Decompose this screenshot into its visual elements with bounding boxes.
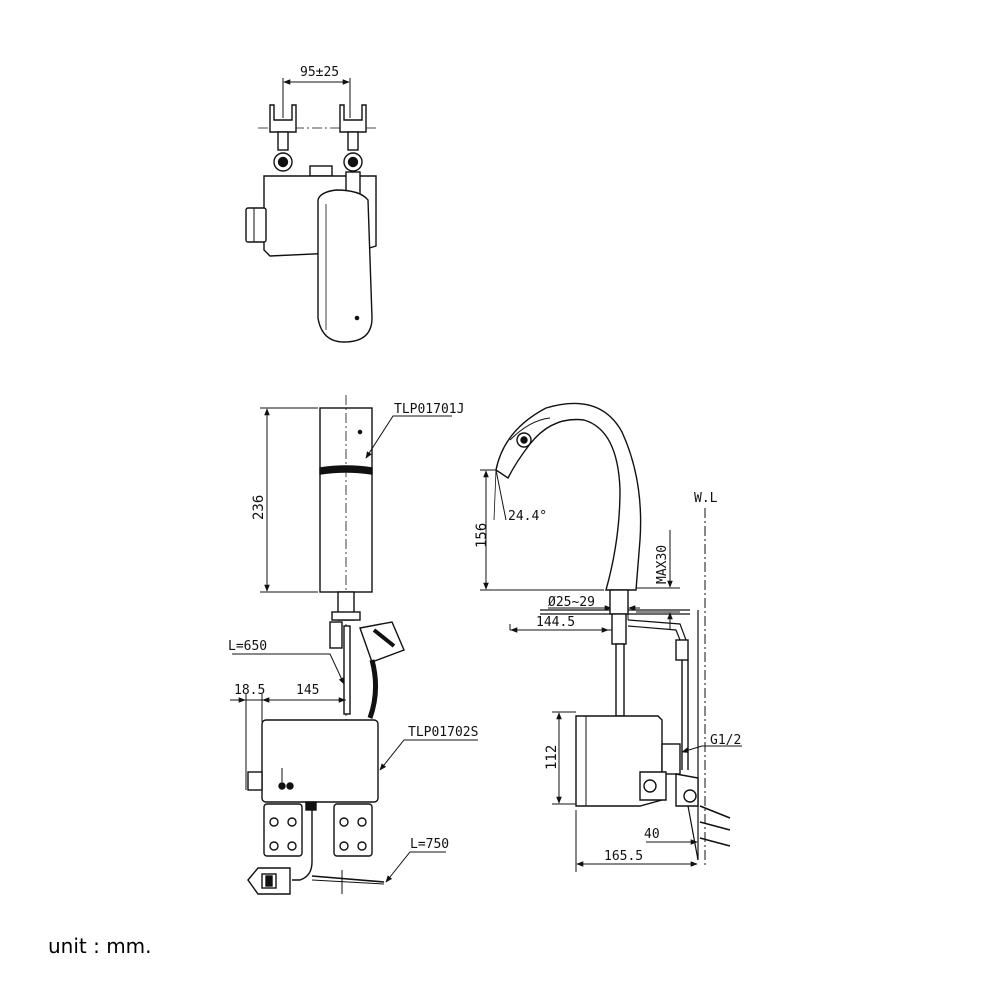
side-view [480, 402, 742, 872]
label-max30: MAX30 [655, 545, 670, 584]
label-spout-part: TLP01701J [394, 402, 464, 417]
label-wl: W.L [694, 491, 718, 506]
unit-label: unit : mm. [48, 934, 152, 958]
label-dim-18-5: 18.5 [234, 683, 265, 698]
label-height-total: 236 [251, 495, 267, 520]
label-cable-b: L=750 [410, 837, 449, 852]
label-hole-dia: Ø25~29 [548, 595, 595, 610]
label-angle: 24.4° [508, 509, 547, 524]
front-view [230, 395, 478, 895]
label-control-box-part: TLP01702S [408, 725, 478, 740]
label-box-height: 112 [544, 745, 560, 770]
label-dim-40: 40 [644, 827, 660, 842]
label-dim-145: 145 [296, 683, 319, 698]
label-thread: G1/2 [710, 733, 741, 748]
label-spout-height: 156 [474, 523, 490, 548]
top-view [245, 78, 378, 343]
label-hole-spacing: 95±25 [300, 65, 339, 80]
label-dim-165-5: 165.5 [604, 849, 643, 864]
label-cable-a: L=650 [228, 639, 267, 654]
label-reach: 144.5 [536, 615, 575, 630]
